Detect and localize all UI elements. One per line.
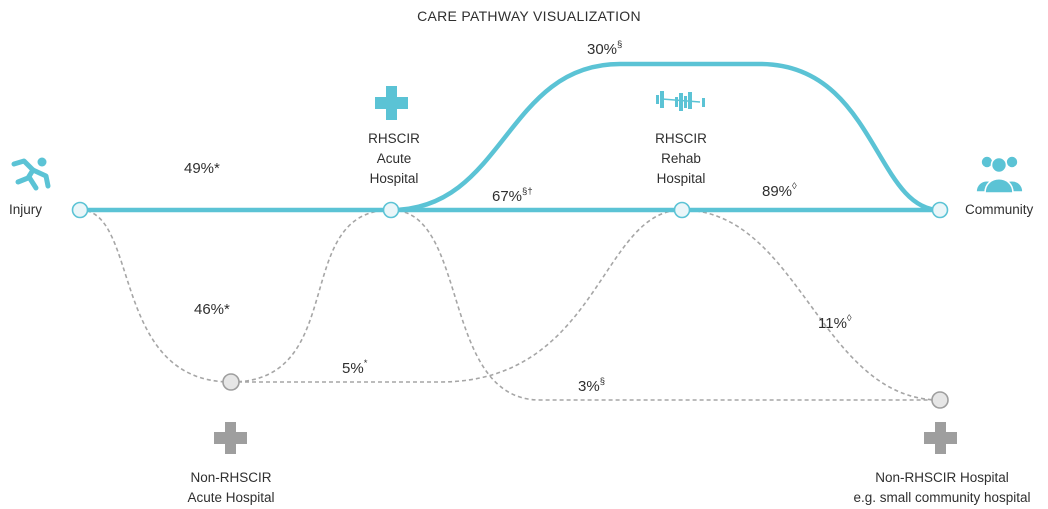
pct-value: 46%: [194, 301, 224, 318]
pct-mark: §: [600, 376, 605, 387]
non-rhscir-hospital-label: Non-RHSCIR Hospital e.g. small community…: [853, 470, 1030, 505]
acute-label-line: RHSCIR: [368, 131, 420, 146]
medical-cross-icon: [214, 422, 247, 454]
pct-mark: §: [617, 39, 622, 50]
node-non-hospital: [931, 391, 949, 409]
path-non-acute-to-rehab: [231, 209, 683, 383]
path-non-acute-to-acute: [230, 209, 392, 383]
injury-label: Injury: [9, 202, 42, 217]
pct-value: 11%: [818, 315, 847, 332]
node-acute: [382, 201, 400, 219]
pct-mark: ◊: [792, 181, 797, 192]
pct-mark: ◊: [847, 313, 852, 324]
node-rehab: [673, 201, 691, 219]
nodes: [71, 201, 949, 409]
pct-mark: *: [364, 358, 368, 369]
primary-pathways: [77, 61, 943, 213]
pct-injury-to-acute: 49%*: [184, 160, 220, 177]
pct-acute-to-community: 30%§: [587, 39, 622, 58]
pct-rehab-to-community: 89%◊: [762, 181, 797, 200]
acute-label-line: Hospital: [370, 171, 419, 186]
pct-value: 30%: [587, 41, 617, 58]
medical-cross-icon: [375, 86, 408, 120]
community-label: Community: [965, 202, 1034, 217]
person-falling-icon: [11, 157, 51, 191]
pct-value: 3%: [578, 378, 600, 395]
path-rehab-to-non-hospital: [681, 209, 941, 401]
non-hospital-label-line: e.g. small community hospital: [853, 490, 1030, 505]
pct-acute-to-rehab: 67%§†: [492, 186, 533, 205]
pct-acute-to-non-hospital: 3%§: [578, 376, 605, 395]
rehab-label-line: RHSCIR: [655, 131, 707, 146]
path-acute-to-community: [388, 61, 943, 213]
pct-injury-to-non-acute: 46%*: [194, 301, 230, 318]
pct-value: 89%: [762, 183, 792, 200]
diagram-title: CARE PATHWAY VISUALIZATION: [417, 8, 641, 24]
secondary-pathways: [79, 209, 941, 401]
pct-mark: *: [214, 160, 220, 177]
pct-mark: *: [224, 301, 230, 318]
pct-value: 5%: [342, 360, 364, 377]
medical-cross-icon: [924, 422, 957, 454]
node-community: [931, 201, 949, 219]
acute-hospital-label: RHSCIR Acute Hospital: [368, 131, 420, 186]
node-injury: [71, 201, 89, 219]
non-acute-label-line: Acute Hospital: [187, 490, 274, 505]
pct-rehab-to-non-hospital: 11%◊: [818, 313, 852, 332]
node-non-acute: [222, 373, 240, 391]
rehab-label-line: Rehab: [661, 151, 701, 166]
pct-value: 49%: [184, 160, 214, 177]
rehab-hospital-label: RHSCIR Rehab Hospital: [655, 131, 707, 186]
path-injury-to-non-acute: [79, 209, 232, 383]
non-hospital-label-line: Non-RHSCIR Hospital: [875, 470, 1009, 485]
dumbbell-icon: [656, 91, 705, 111]
pct-non-acute-to-rehab: 5%*: [342, 358, 368, 377]
non-rhscir-acute-label: Non-RHSCIR Acute Hospital: [187, 470, 274, 505]
people-group-icon: [975, 155, 1024, 194]
non-acute-label-line: Non-RHSCIR: [190, 470, 271, 485]
pct-mark: §†: [522, 186, 533, 197]
rehab-label-line: Hospital: [657, 171, 706, 186]
acute-label-line: Acute: [377, 151, 412, 166]
path-acute-to-non-hospital: [390, 209, 940, 401]
pct-value: 67%: [492, 188, 522, 205]
